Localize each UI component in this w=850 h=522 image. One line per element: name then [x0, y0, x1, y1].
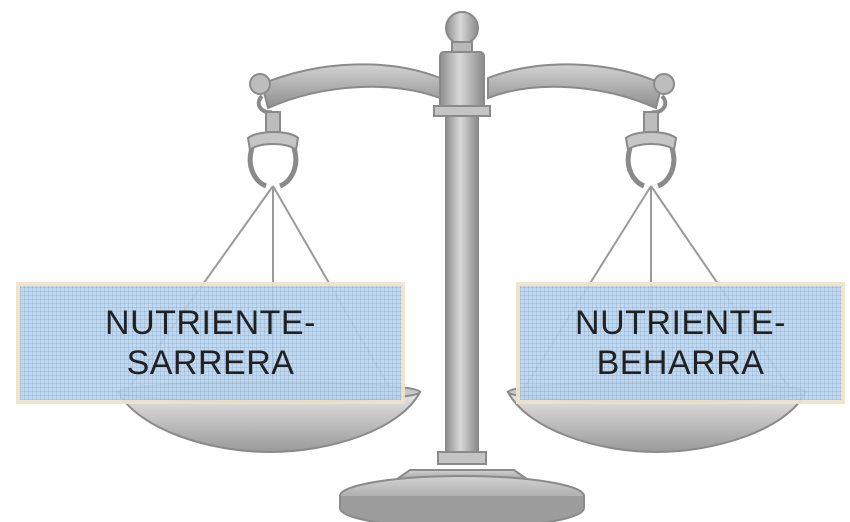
nutrient-requirement-line1: NUTRIENTE- — [575, 304, 786, 342]
scale-column — [433, 11, 491, 465]
nutrient-requirement-box: NUTRIENTE- BEHARRA — [516, 282, 845, 404]
scale-beam — [249, 63, 675, 110]
nutrient-requirement-line2: BEHARRA — [596, 344, 765, 382]
nutrient-input-line2: SARRERA — [126, 344, 295, 382]
nutrient-input-line1: NUTRIENTE- — [105, 304, 316, 342]
scale-base — [339, 469, 585, 522]
nutrient-input-box: NUTRIENTE- SARRERA — [16, 282, 405, 404]
